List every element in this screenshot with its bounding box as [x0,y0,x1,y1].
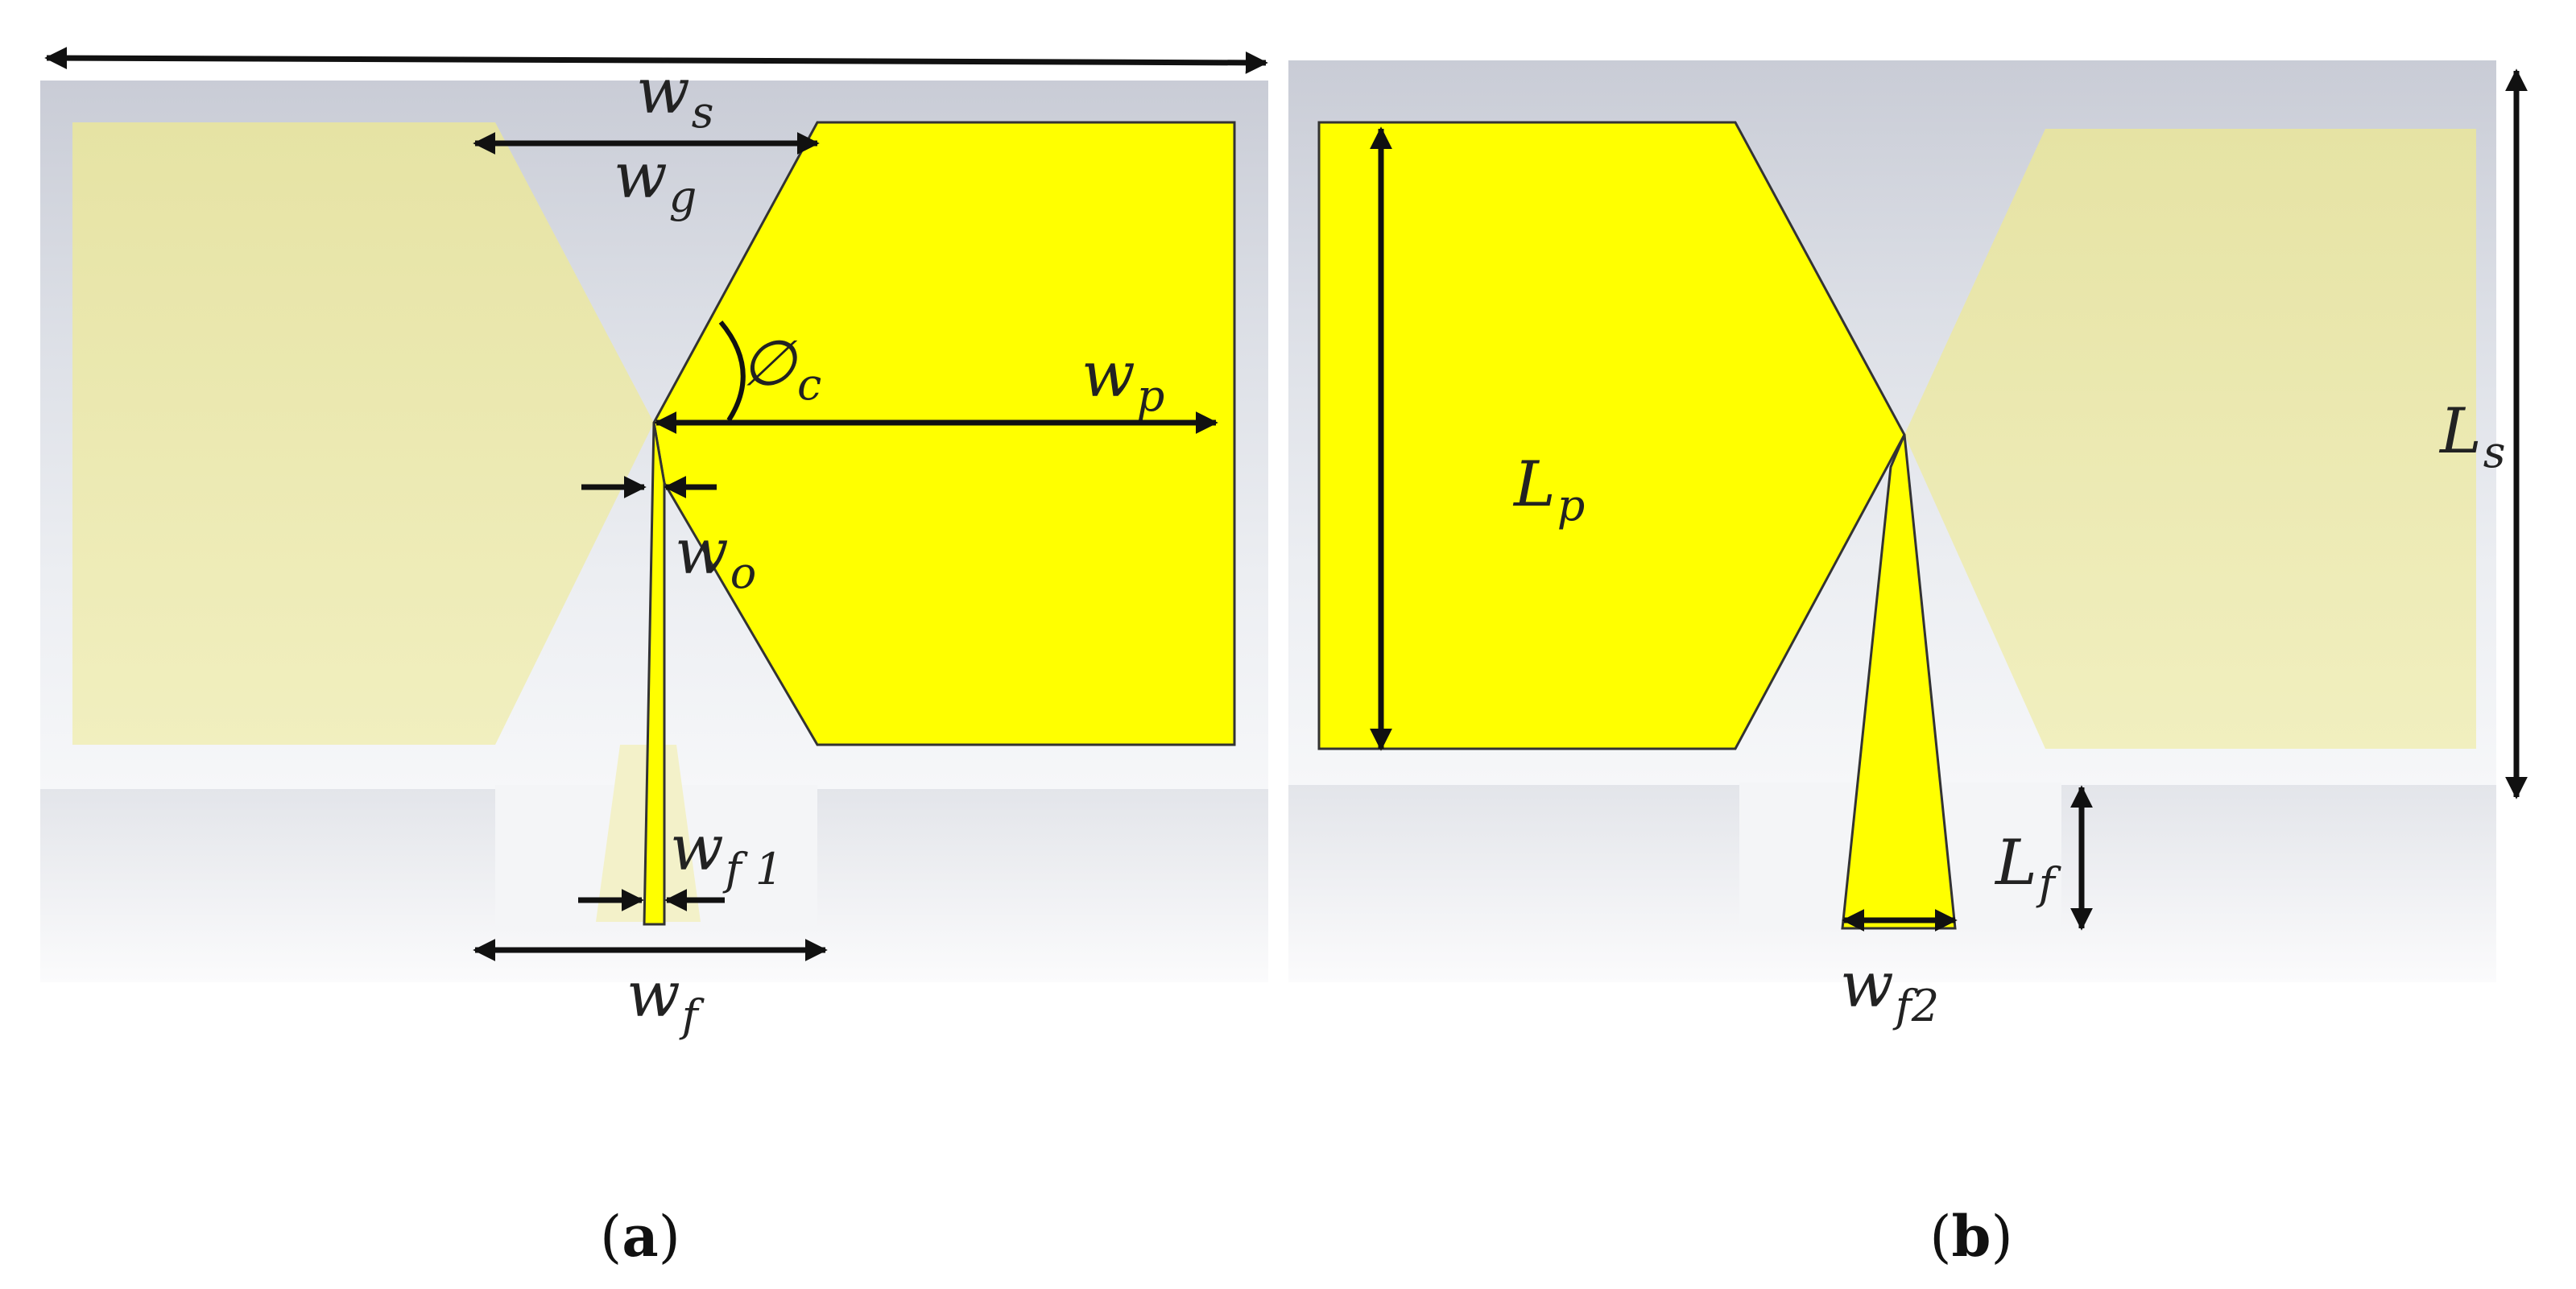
caption-a: (a) [600,1203,680,1270]
label-wf: wf [626,959,705,1041]
feed-line-a [643,422,666,926]
label-ls: Ls [2438,395,2506,477]
label-wf1: wf 1 [670,812,783,894]
ground-plane-faded-a [72,122,654,745]
label-ws: ws [636,56,713,138]
label-wp: wp [1081,339,1164,421]
label-wf2: wf2 [1840,949,1939,1031]
label-wg: wg [614,140,697,222]
ground-plane-faded-b [1904,129,2476,749]
panel-a: ws wg ∅c wp wo wf 1 wf [40,47,1268,1041]
patch-b [1317,121,1906,750]
label-lf: Lf [1994,827,2061,909]
phic-angle-arc [718,320,746,422]
label-lp: Lp [1512,448,1585,531]
label-wo: wo [675,516,756,598]
ws-arrow [44,47,1268,74]
panel-b: Lp Ls Lf wf2 [1288,60,2528,1031]
label-phic: ∅c [741,328,821,410]
caption-b: (b) [1929,1203,2013,1270]
